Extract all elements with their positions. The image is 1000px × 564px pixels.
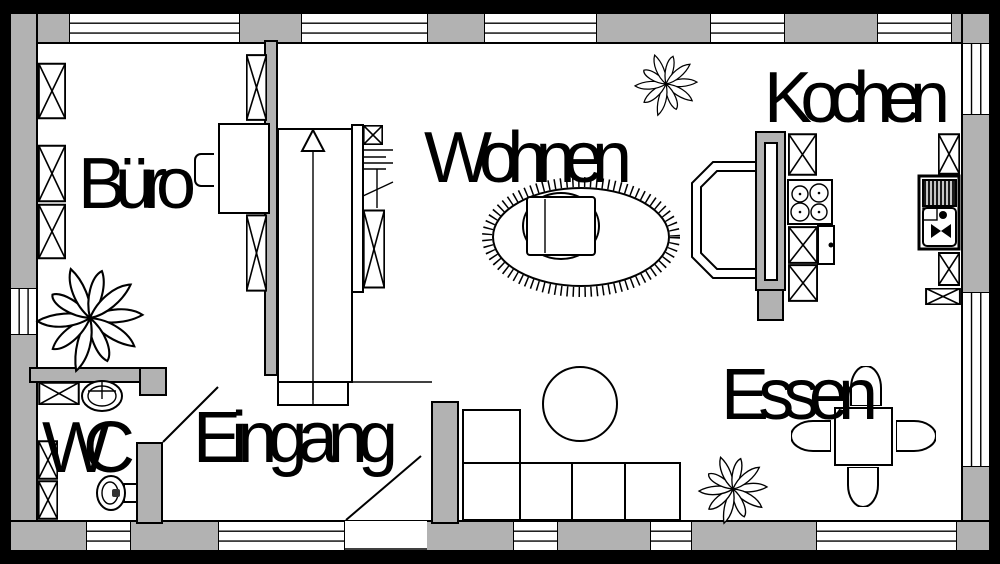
kitchen-cabinet — [939, 253, 960, 285]
coffee-table — [522, 192, 600, 260]
room-label-wc: WC — [42, 408, 135, 488]
stair-up-arrow — [300, 127, 326, 152]
room-label-wohnen: Wohnen — [424, 118, 632, 198]
kitchen-cabinet — [789, 134, 816, 174]
wardrobe-cabinet — [247, 55, 267, 120]
window — [69, 13, 240, 43]
stair-shaft — [277, 128, 353, 383]
window — [650, 521, 692, 551]
kitchen-counter — [787, 134, 835, 301]
desk-chair — [194, 153, 214, 187]
window — [962, 292, 990, 467]
wardrobe-cabinet — [247, 215, 267, 290]
dining-chair — [847, 467, 879, 507]
washbasin — [81, 380, 123, 412]
buero-south-wall — [29, 367, 156, 383]
eingang-east-wall — [431, 401, 459, 524]
shelf-wall-unit — [351, 124, 394, 293]
sink-basin — [922, 207, 957, 247]
room-label-eingang: Eingang — [193, 398, 398, 478]
drainboard — [922, 179, 957, 207]
entrance-door-leaf — [345, 455, 422, 521]
sideboard — [351, 124, 364, 293]
window — [816, 521, 957, 551]
wardrobe-cabinet — [39, 64, 65, 119]
toilet — [96, 475, 138, 511]
wardrobe-cabinet — [39, 146, 65, 201]
kitchen-cabinet — [789, 265, 817, 301]
cabinet — [39, 383, 78, 405]
window — [513, 521, 558, 551]
cabinet — [363, 125, 383, 145]
entrance-door-opening — [345, 521, 427, 550]
kitchen-cabinet — [789, 227, 817, 263]
wardrobe-cabinet — [39, 205, 65, 259]
window — [10, 288, 37, 335]
kitchen-divider-pocket — [764, 142, 778, 281]
west-wall — [9, 12, 38, 552]
window — [301, 13, 428, 43]
kitchen-cabinet — [926, 289, 960, 305]
window — [962, 43, 990, 115]
oven — [817, 225, 835, 265]
window — [86, 521, 131, 551]
hall-wall-stub — [139, 367, 167, 396]
dining-chair — [896, 420, 936, 452]
window — [484, 13, 597, 43]
wc-door-leaf — [162, 386, 219, 443]
cabinet — [364, 210, 385, 287]
dining-table — [834, 407, 893, 466]
sink-unit — [917, 134, 960, 305]
room-label-essen: Essen — [721, 355, 878, 435]
window — [218, 521, 345, 551]
sofa — [691, 161, 757, 279]
room-label-kochen: Kochen — [764, 58, 950, 138]
room-label-buero: Büro — [78, 144, 196, 224]
desk — [218, 123, 270, 214]
window — [710, 13, 785, 43]
kitchen-divider-stub — [757, 289, 784, 321]
entrance-door — [345, 455, 427, 550]
window — [877, 13, 952, 43]
cooktop — [787, 179, 833, 225]
dining-set — [791, 366, 936, 507]
round-table — [542, 366, 618, 442]
wc-east-wall — [136, 442, 163, 524]
buero-furniture — [36, 55, 270, 374]
wc-fixtures — [39, 380, 138, 519]
room-labels: Büro WC Eingang Wohnen Kochen Essen — [42, 58, 950, 488]
corner-sofa — [462, 409, 681, 521]
kitchen-cabinet — [939, 134, 960, 173]
